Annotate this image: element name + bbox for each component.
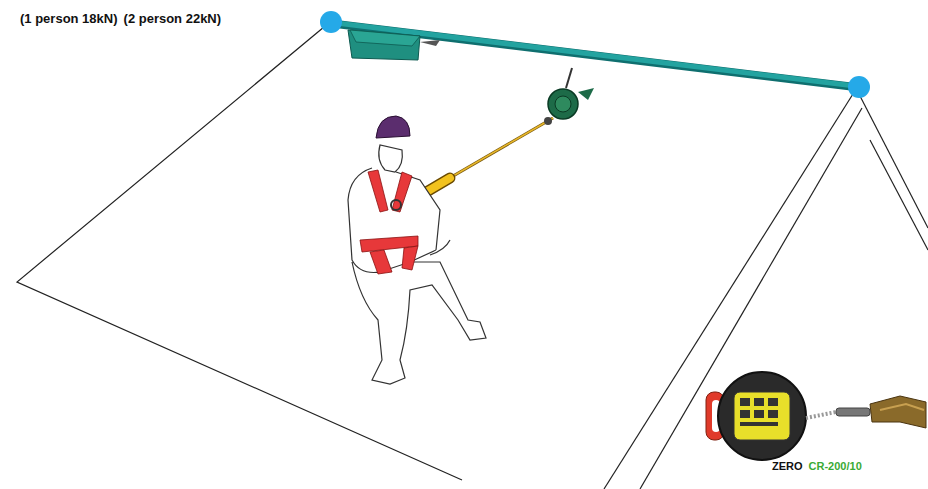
lifeline-strap [336,23,855,86]
device-hook [566,68,572,88]
lanyard-connector [544,117,552,125]
d-ring [391,200,401,210]
product-brand-label: ZERO [772,460,803,473]
tensioner-bag [348,30,420,60]
retractable-device [548,89,578,119]
anchor-point [848,76,870,98]
device-handle [578,88,594,100]
load-rating-label: (2 person 22kN) [124,12,222,27]
load-rating-label: (1 person 18kN) [20,12,118,27]
roof-outline [17,22,928,489]
device-hub [555,96,571,112]
lifeline-strap [336,24,855,87]
tensioner-hook [420,40,440,46]
product-model-label: CR-200/10 [809,460,862,473]
harness [360,170,418,274]
anchor-point [320,11,342,33]
worker-figure [348,145,486,384]
bag-flap [350,30,420,46]
product-photo [706,372,926,460]
helmet [376,116,410,138]
